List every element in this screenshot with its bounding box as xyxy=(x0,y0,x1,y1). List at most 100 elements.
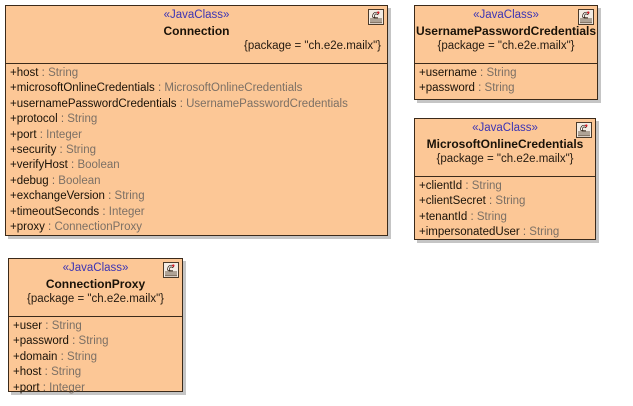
uml-class-connection[interactable]: «JavaClass» Connection {package = "ch.e2… xyxy=(5,5,388,236)
attribute-name: debug xyxy=(16,174,49,187)
attribute-visibility: + xyxy=(10,221,17,234)
attribute-separator: : xyxy=(68,335,79,348)
attribute-separator: : xyxy=(57,113,68,126)
attribute-list: +host : String +microsoftOnlineCredentia… xyxy=(6,64,387,238)
attribute-visibility: + xyxy=(419,210,426,223)
attribute-row: +username : String xyxy=(415,66,597,81)
java-class-icon[interactable] xyxy=(576,122,592,138)
attribute-name: exchangeVersion xyxy=(16,190,105,203)
attribute-name: username xyxy=(425,67,477,79)
attribute-visibility: + xyxy=(13,335,20,348)
attribute-name: verifyHost xyxy=(16,159,68,172)
attribute-visibility: + xyxy=(10,190,17,203)
attribute-type: String xyxy=(67,113,98,126)
attribute-visibility: + xyxy=(10,174,17,187)
header-divider xyxy=(415,63,597,64)
attribute-visibility: + xyxy=(13,381,20,394)
attribute-type: ConnectionProxy xyxy=(54,221,143,234)
attribute-row: +impersonatedUser : String xyxy=(415,225,595,240)
attribute-name: port xyxy=(19,381,40,394)
uml-class-username-password-credentials[interactable]: «JavaClass» UsernamePasswordCredentials … xyxy=(414,5,598,100)
header-divider xyxy=(6,63,387,64)
attribute-name: proxy xyxy=(16,221,45,234)
attribute-type: String xyxy=(495,195,526,208)
attribute-separator: : xyxy=(474,82,485,95)
attribute-separator: : xyxy=(48,174,59,187)
attribute-name: usernamePasswordCredentials xyxy=(16,97,177,110)
attribute-row: +debug : Boolean xyxy=(6,174,387,189)
attribute-visibility: + xyxy=(10,205,17,218)
class-package: {package = "ch.e2e.mailx"} xyxy=(436,153,574,165)
attribute-visibility: + xyxy=(419,226,426,239)
class-package: {package = "ch.e2e.mailx"} xyxy=(244,40,381,52)
attribute-list: +user : String +password : String +domai… xyxy=(9,317,182,399)
attribute-name: password xyxy=(425,82,475,95)
attribute-visibility: + xyxy=(10,128,17,141)
attribute-row: +port : Integer xyxy=(9,381,182,396)
uml-class-connection-proxy[interactable]: «JavaClass» ConnectionProxy {package = "… xyxy=(8,258,183,394)
attribute-list: +username : String +password : String xyxy=(415,64,597,100)
attribute-visibility: + xyxy=(10,67,17,79)
attribute-visibility: + xyxy=(419,195,426,208)
attribute-separator: : xyxy=(99,205,109,218)
attribute-separator: : xyxy=(67,159,78,172)
attribute-name: password xyxy=(19,335,69,348)
attribute-type: String xyxy=(51,366,82,379)
attribute-name: port xyxy=(16,128,37,141)
attribute-name: security xyxy=(16,144,57,157)
attribute-row: +verifyHost : Boolean xyxy=(6,158,387,173)
attribute-name: domain xyxy=(19,350,58,363)
attribute-row: +password : String xyxy=(9,334,182,349)
attribute-name: host xyxy=(19,366,42,379)
class-header: «JavaClass» ConnectionProxy {package = "… xyxy=(9,259,182,316)
attribute-separator: : xyxy=(467,210,477,223)
attribute-type: Integer xyxy=(108,205,145,218)
attribute-name: protocol xyxy=(16,113,58,126)
attribute-type: Boolean xyxy=(77,159,120,172)
java-class-icon[interactable] xyxy=(578,9,594,25)
header-divider xyxy=(9,316,182,317)
attribute-name: host xyxy=(16,67,39,79)
attribute-type: String xyxy=(78,335,109,348)
attribute-separator: : xyxy=(462,180,472,192)
attribute-separator: : xyxy=(485,195,496,208)
class-header: «JavaClass» Connection {package = "ch.e2… xyxy=(6,6,387,63)
attribute-list: +clientId : String +clientSecret : Strin… xyxy=(415,177,595,244)
attribute-row: +proxy : ConnectionProxy xyxy=(6,220,387,235)
attribute-separator: : xyxy=(44,221,55,234)
java-class-icon[interactable] xyxy=(368,9,384,25)
attribute-row: +usernamePasswordCredentials : UsernameP… xyxy=(6,97,387,112)
uml-class-microsoft-online-credentials[interactable]: «JavaClass» MicrosoftOnlineCredentials {… xyxy=(414,118,596,240)
attribute-type: Integer xyxy=(46,128,82,141)
attribute-name: clientSecret xyxy=(425,195,486,208)
attribute-name: timeoutSeconds xyxy=(16,205,100,218)
attribute-type: String xyxy=(486,67,517,79)
attribute-row: +port : Integer xyxy=(6,128,387,143)
attribute-row: +microsoftOnlineCredentials : MicrosoftO… xyxy=(6,81,387,96)
class-header: «JavaClass» MicrosoftOnlineCredentials {… xyxy=(415,119,595,176)
attribute-type: Boolean xyxy=(58,174,101,187)
attribute-type: String xyxy=(529,226,560,239)
attribute-name: microsoftOnlineCredentials xyxy=(16,82,155,95)
class-name: UsernamePasswordCredentials xyxy=(415,24,597,38)
class-name: Connection xyxy=(163,24,230,38)
attribute-visibility: + xyxy=(13,350,20,363)
attribute-visibility: + xyxy=(419,82,426,95)
attribute-separator: : xyxy=(476,67,487,79)
class-package: {package = "ch.e2e.mailx"} xyxy=(27,293,164,305)
attribute-row: +clientSecret : String xyxy=(415,194,595,209)
attribute-row: +timeoutSeconds : Integer xyxy=(6,205,387,220)
java-class-icon[interactable] xyxy=(163,262,179,278)
attribute-visibility: + xyxy=(10,97,17,110)
attribute-visibility: + xyxy=(419,67,426,79)
attribute-visibility: + xyxy=(10,82,17,95)
attribute-separator: : xyxy=(176,97,187,110)
attribute-type: String xyxy=(65,144,96,157)
header-divider xyxy=(415,176,595,177)
attribute-separator: : xyxy=(41,366,52,379)
attribute-name: user xyxy=(19,320,43,332)
attribute-visibility: + xyxy=(419,180,426,192)
attribute-separator: : xyxy=(38,67,49,79)
attribute-name: clientId xyxy=(425,180,463,192)
attribute-separator: : xyxy=(154,82,165,95)
